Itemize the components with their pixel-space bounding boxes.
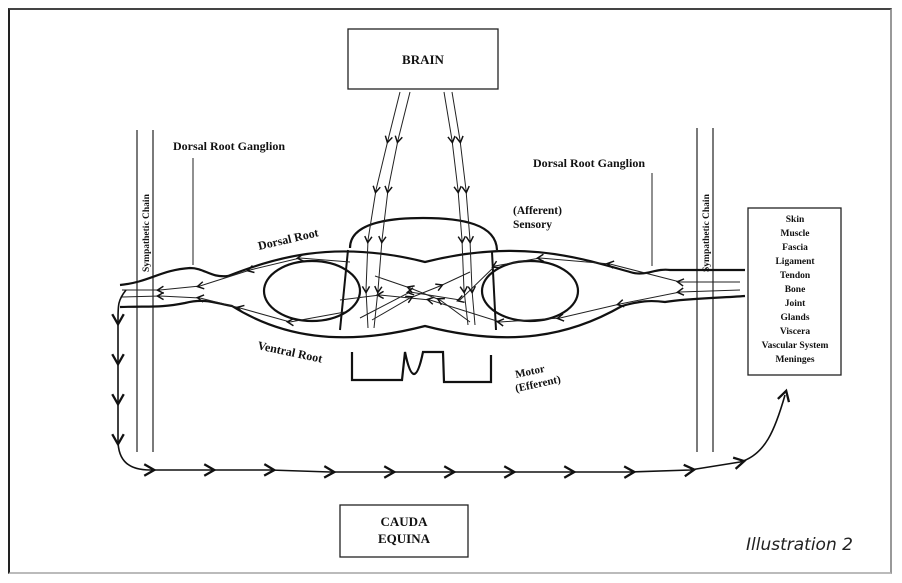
tissue-item: Muscle (780, 229, 809, 239)
cauda-label-line1: CAUDA (381, 514, 429, 529)
tissue-item: Fascia (782, 243, 808, 253)
drg-left-label: Dorsal Root Ganglion (173, 139, 285, 153)
tissue-item: Ligament (775, 257, 815, 267)
sympathetic-chain-right (697, 128, 713, 452)
spinal-cord (350, 218, 497, 382)
tissue-item: Meninges (775, 355, 814, 365)
sympathetic-chain-left-label: Sympathetic Chain (142, 193, 152, 272)
brain-label: BRAIN (402, 52, 445, 67)
nerve-roots (120, 251, 745, 337)
sympathetic-chain-left (137, 130, 153, 452)
tissue-item: Tendon (780, 271, 811, 281)
tissue-item: Skin (786, 215, 805, 225)
cauda-label-line2: EQUINA (378, 531, 431, 546)
cross-fibers (372, 272, 470, 322)
afferent-label: (Afferent) (513, 205, 562, 217)
grey-matter-right (482, 261, 578, 321)
sympathetic-chain-right-label: Sympathetic Chain (702, 193, 712, 272)
tissue-item: Vascular System (762, 341, 829, 351)
central-line-right (492, 252, 496, 330)
ventral-root-label: Ventral Root (256, 338, 323, 365)
tissue-item: Bone (785, 285, 806, 295)
tissue-item: Joint (785, 299, 806, 309)
illustration-caption: Illustration 2 (746, 535, 853, 555)
dorsal-root-label: Dorsal Root (257, 225, 320, 253)
tissue-item: Viscera (780, 327, 810, 337)
drg-right-label: Dorsal Root Ganglion (533, 156, 645, 170)
tissue-item: Glands (780, 313, 809, 323)
sensory-label: Sensory (513, 219, 552, 231)
